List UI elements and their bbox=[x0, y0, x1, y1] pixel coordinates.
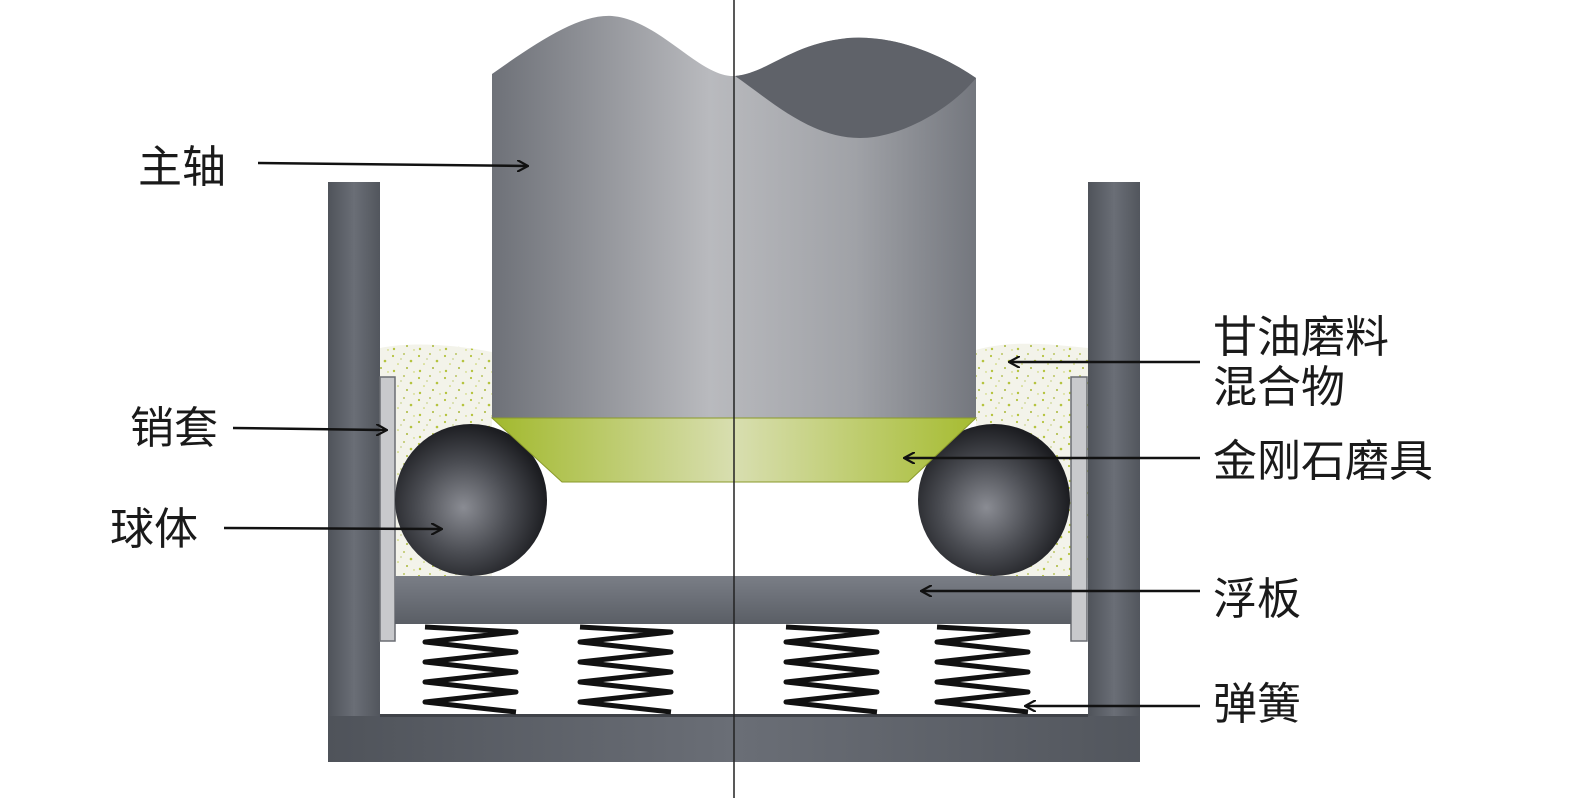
spring-4-icon bbox=[934, 624, 1031, 715]
spring-3-icon bbox=[783, 624, 880, 715]
arrow-ball bbox=[223, 528, 441, 529]
housing-left-wall bbox=[328, 182, 380, 762]
pin-sleeve-left bbox=[379, 376, 396, 642]
label-spindle: 主轴 bbox=[138, 142, 226, 193]
label-grease-line-2: 混合物 bbox=[1213, 362, 1345, 413]
label-grease-line-1: 甘油磨料 bbox=[1213, 312, 1389, 363]
housing bbox=[328, 182, 1140, 762]
arrow-spindle bbox=[257, 163, 527, 166]
housing-right-wall bbox=[1088, 182, 1140, 762]
ball-left bbox=[395, 424, 547, 576]
springs bbox=[422, 624, 1031, 715]
leader-arrows bbox=[223, 163, 1200, 706]
label-ball: 球体 bbox=[110, 504, 198, 555]
label-spring: 弹簧 bbox=[1213, 679, 1301, 730]
ball-right bbox=[918, 424, 1070, 576]
label-diamond-tool: 金刚石磨具 bbox=[1213, 436, 1433, 487]
spring-1-icon bbox=[422, 624, 519, 715]
floating-plate bbox=[395, 576, 1071, 624]
spring-2-icon bbox=[577, 624, 674, 715]
spindle-top-surface bbox=[735, 37, 976, 138]
label-floating-plate: 浮板 bbox=[1213, 574, 1301, 625]
label-pin-sleeve: 销套 bbox=[130, 403, 218, 454]
label-grease-abrasive-mixture: 甘油磨料 混合物 bbox=[1213, 313, 1389, 413]
pin-sleeve-right bbox=[1070, 376, 1088, 642]
arrow-pin-sleeve bbox=[232, 428, 386, 430]
